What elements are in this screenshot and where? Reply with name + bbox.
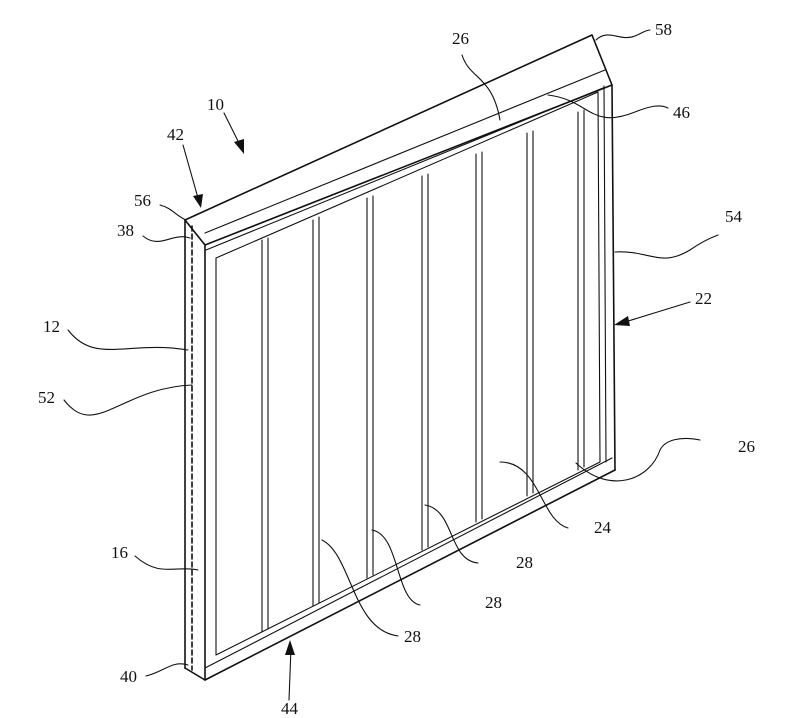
bottom-corner: [184, 667, 206, 681]
panel-frame: [184, 34, 616, 681]
ref-56: 56: [134, 191, 151, 210]
rib-4: [421, 173, 429, 551]
rib-2: [312, 216, 320, 607]
ref-26-bottom: 26: [738, 437, 755, 456]
inner-top-ledge: [205, 87, 604, 251]
arrow-22: [614, 316, 630, 326]
ref-12: 12: [43, 317, 60, 336]
leader-10: [223, 112, 241, 146]
ref-28b: 28: [485, 593, 502, 612]
bottom-edge-front: [204, 469, 616, 681]
leader-26-bottom: [575, 437, 701, 482]
right-rail-inner: [603, 85, 607, 463]
panel-top-face: [184, 34, 613, 246]
ref-54: 54: [725, 207, 743, 226]
leader-56: [159, 204, 187, 221]
leader-28b: [371, 529, 421, 606]
leader-28c: [424, 504, 479, 564]
ref-24: 24: [594, 518, 612, 537]
leader-lines: [63, 29, 719, 701]
ribs: [261, 109, 585, 633]
ref-58: 58: [655, 20, 672, 39]
ref-44: 44: [281, 699, 299, 718]
ref-16: 16: [111, 543, 128, 562]
leader-40: [145, 663, 189, 677]
rib-3: [366, 195, 374, 579]
leader-44: [288, 647, 292, 701]
reference-labels: 10 42 56 38 12 52 16 40 44 28 28 28 24 2…: [38, 20, 755, 718]
leader-28a: [321, 539, 399, 637]
ref-42: 42: [167, 125, 184, 144]
ref-52: 52: [38, 388, 55, 407]
rib-6: [526, 130, 534, 497]
ref-28a: 28: [404, 627, 421, 646]
leader-16: [134, 555, 199, 571]
leader-58: [595, 29, 651, 41]
leader-54: [614, 234, 719, 259]
ref-26-top: 26: [452, 29, 469, 48]
rib-7: [577, 109, 585, 471]
leader-12: [67, 329, 189, 351]
ref-40: 40: [120, 667, 137, 686]
arrow-10: [234, 139, 244, 154]
rib-1: [261, 237, 269, 633]
ref-22: 22: [695, 289, 712, 308]
ref-10: 10: [207, 95, 224, 114]
leader-38: [142, 235, 191, 242]
ref-46: 46: [673, 103, 690, 122]
right-edge-front: [611, 84, 616, 471]
ref-28c: 28: [516, 553, 533, 572]
leader-52: [63, 384, 193, 416]
leader-24: [499, 461, 569, 529]
ref-38: 38: [117, 221, 134, 240]
arrow-44: [285, 640, 295, 655]
top-face-edge: [204, 69, 606, 234]
rib-5: [475, 151, 483, 523]
leader-26-top: [461, 54, 501, 121]
leader-22: [624, 301, 691, 323]
bottom-rail-top: [204, 457, 613, 669]
leader-46: [547, 94, 669, 119]
leader-42: [182, 144, 199, 199]
arrow-42: [193, 194, 203, 208]
inner-rim: [215, 91, 601, 656]
